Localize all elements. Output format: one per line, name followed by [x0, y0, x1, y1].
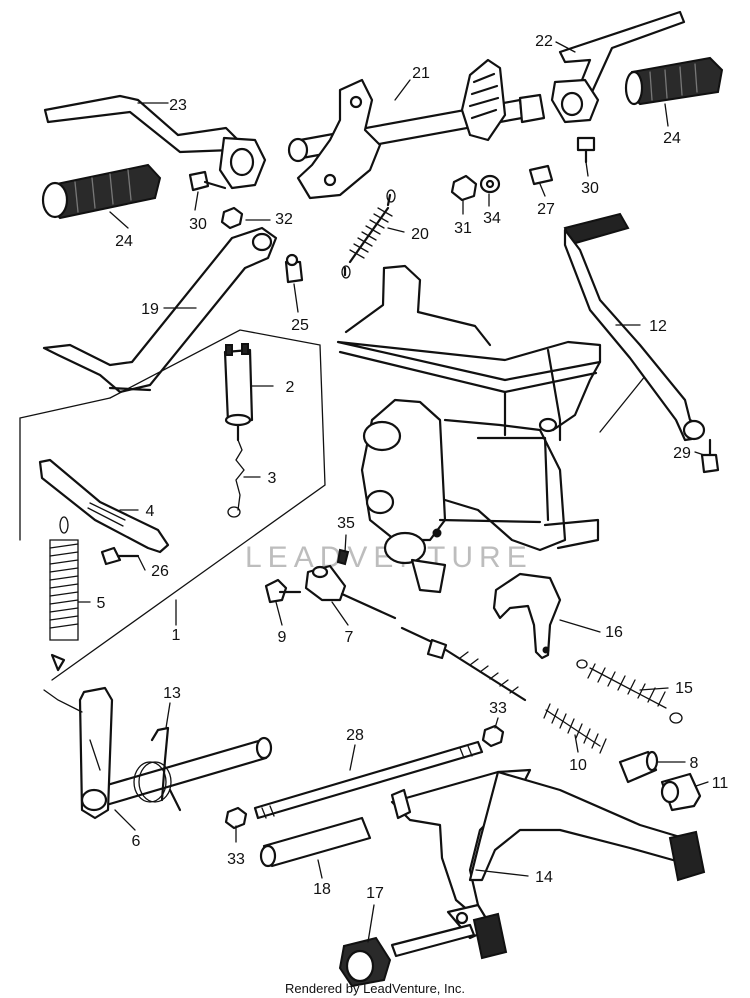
- callout-35: 35: [337, 515, 355, 532]
- callout-12: 12: [649, 318, 667, 335]
- part-33-nut-right: [481, 724, 505, 748]
- callout-22: 22: [535, 33, 553, 50]
- part-29-bolt: [700, 438, 720, 474]
- callout-15: 15: [675, 680, 693, 697]
- callout-30-right: 30: [581, 180, 599, 197]
- part-10-spring: [543, 703, 607, 754]
- callout-5: 5: [97, 595, 106, 612]
- part-33-nut-left: [224, 806, 248, 830]
- part-21-step-bar: [287, 58, 546, 200]
- part-23-step: [43, 94, 267, 190]
- part-22-step: [550, 10, 686, 124]
- part-5-spring: [49, 516, 79, 672]
- callout-21: 21: [412, 65, 430, 82]
- rod-and-cable: [340, 592, 527, 702]
- part-20-spring: [341, 189, 396, 279]
- callout-13: 13: [163, 685, 181, 702]
- part-8-nut: [618, 750, 659, 784]
- callout-6: 6: [132, 833, 141, 850]
- callout-19: 19: [141, 301, 159, 318]
- part-28-grease-nipple: [528, 164, 554, 186]
- callout-28: 27: [537, 201, 555, 218]
- callout-34: 34: [483, 210, 501, 227]
- callout-8: 8: [690, 755, 699, 772]
- part-30-bolt-left: [188, 170, 227, 192]
- part-7-joint: [304, 564, 347, 602]
- callout-9: 9: [278, 629, 287, 646]
- callout-33-left: 33: [227, 851, 245, 868]
- part-4-plate: [38, 458, 170, 554]
- callout-14: 14: [535, 869, 553, 886]
- callout-25: 25: [291, 317, 309, 334]
- credit-text: Rendered by LeadVenture, Inc.: [285, 981, 465, 996]
- callout-24-right: 24: [663, 130, 681, 147]
- part-12-pedal: [563, 212, 706, 442]
- callout-1: 1: [172, 627, 181, 644]
- callout-23: 23: [169, 97, 187, 114]
- callout-33-right: 33: [489, 700, 507, 717]
- callout-26: 26: [151, 563, 169, 580]
- callout-32: 32: [275, 211, 293, 228]
- part-9-bolt: [264, 578, 302, 604]
- callout-16: 16: [605, 624, 623, 641]
- part-34-washer: [479, 174, 501, 194]
- part-17-rubber: [338, 936, 392, 988]
- part-31-nut: [450, 174, 478, 202]
- callout-10: 10: [569, 757, 587, 774]
- part-11-cap: [660, 772, 702, 812]
- callout-4: 4: [146, 503, 155, 520]
- part-19-arm: [42, 226, 278, 394]
- callout-27: 28: [346, 727, 364, 744]
- part-18-collar: [259, 816, 372, 868]
- callout-31: 31: [454, 220, 472, 237]
- part-3-spring: [227, 439, 245, 518]
- part-32-nut: [220, 206, 244, 230]
- part-6-shaft: [43, 686, 273, 820]
- callout-2: 2: [286, 379, 295, 396]
- part-27-rod: [253, 740, 484, 820]
- part-25-grease-nipple: [284, 253, 304, 284]
- callout-20: 20: [411, 226, 429, 243]
- leader-lines: [77, 41, 709, 943]
- part-14-stand: [390, 768, 706, 960]
- part-26-bolt: [100, 546, 140, 566]
- callout-18: 18: [313, 881, 331, 898]
- part-30-bolt-right: [576, 136, 596, 164]
- part-1-group-outline: [19, 329, 326, 681]
- callout-30-left: 30: [189, 216, 207, 233]
- part-2-switch: [223, 343, 254, 442]
- callout-11: 11: [712, 775, 729, 792]
- part-24-grip-right: [624, 56, 724, 106]
- part-13-spring: [133, 726, 182, 812]
- callout-29: 29: [673, 445, 691, 462]
- part-24-grip-left: [41, 163, 162, 220]
- callout-3: 3: [268, 470, 277, 487]
- part-15-spring: [576, 659, 683, 724]
- part-35-pin: [336, 548, 350, 566]
- callout-17: 17: [366, 885, 384, 902]
- callouts: 21 22 23 24 24 30 32 20 31 34 27 30 12 1…: [97, 33, 729, 902]
- callout-24-left: 24: [115, 233, 133, 250]
- part-16-hook: [492, 572, 562, 660]
- callout-7: 7: [345, 629, 354, 646]
- frame-body: [336, 264, 651, 594]
